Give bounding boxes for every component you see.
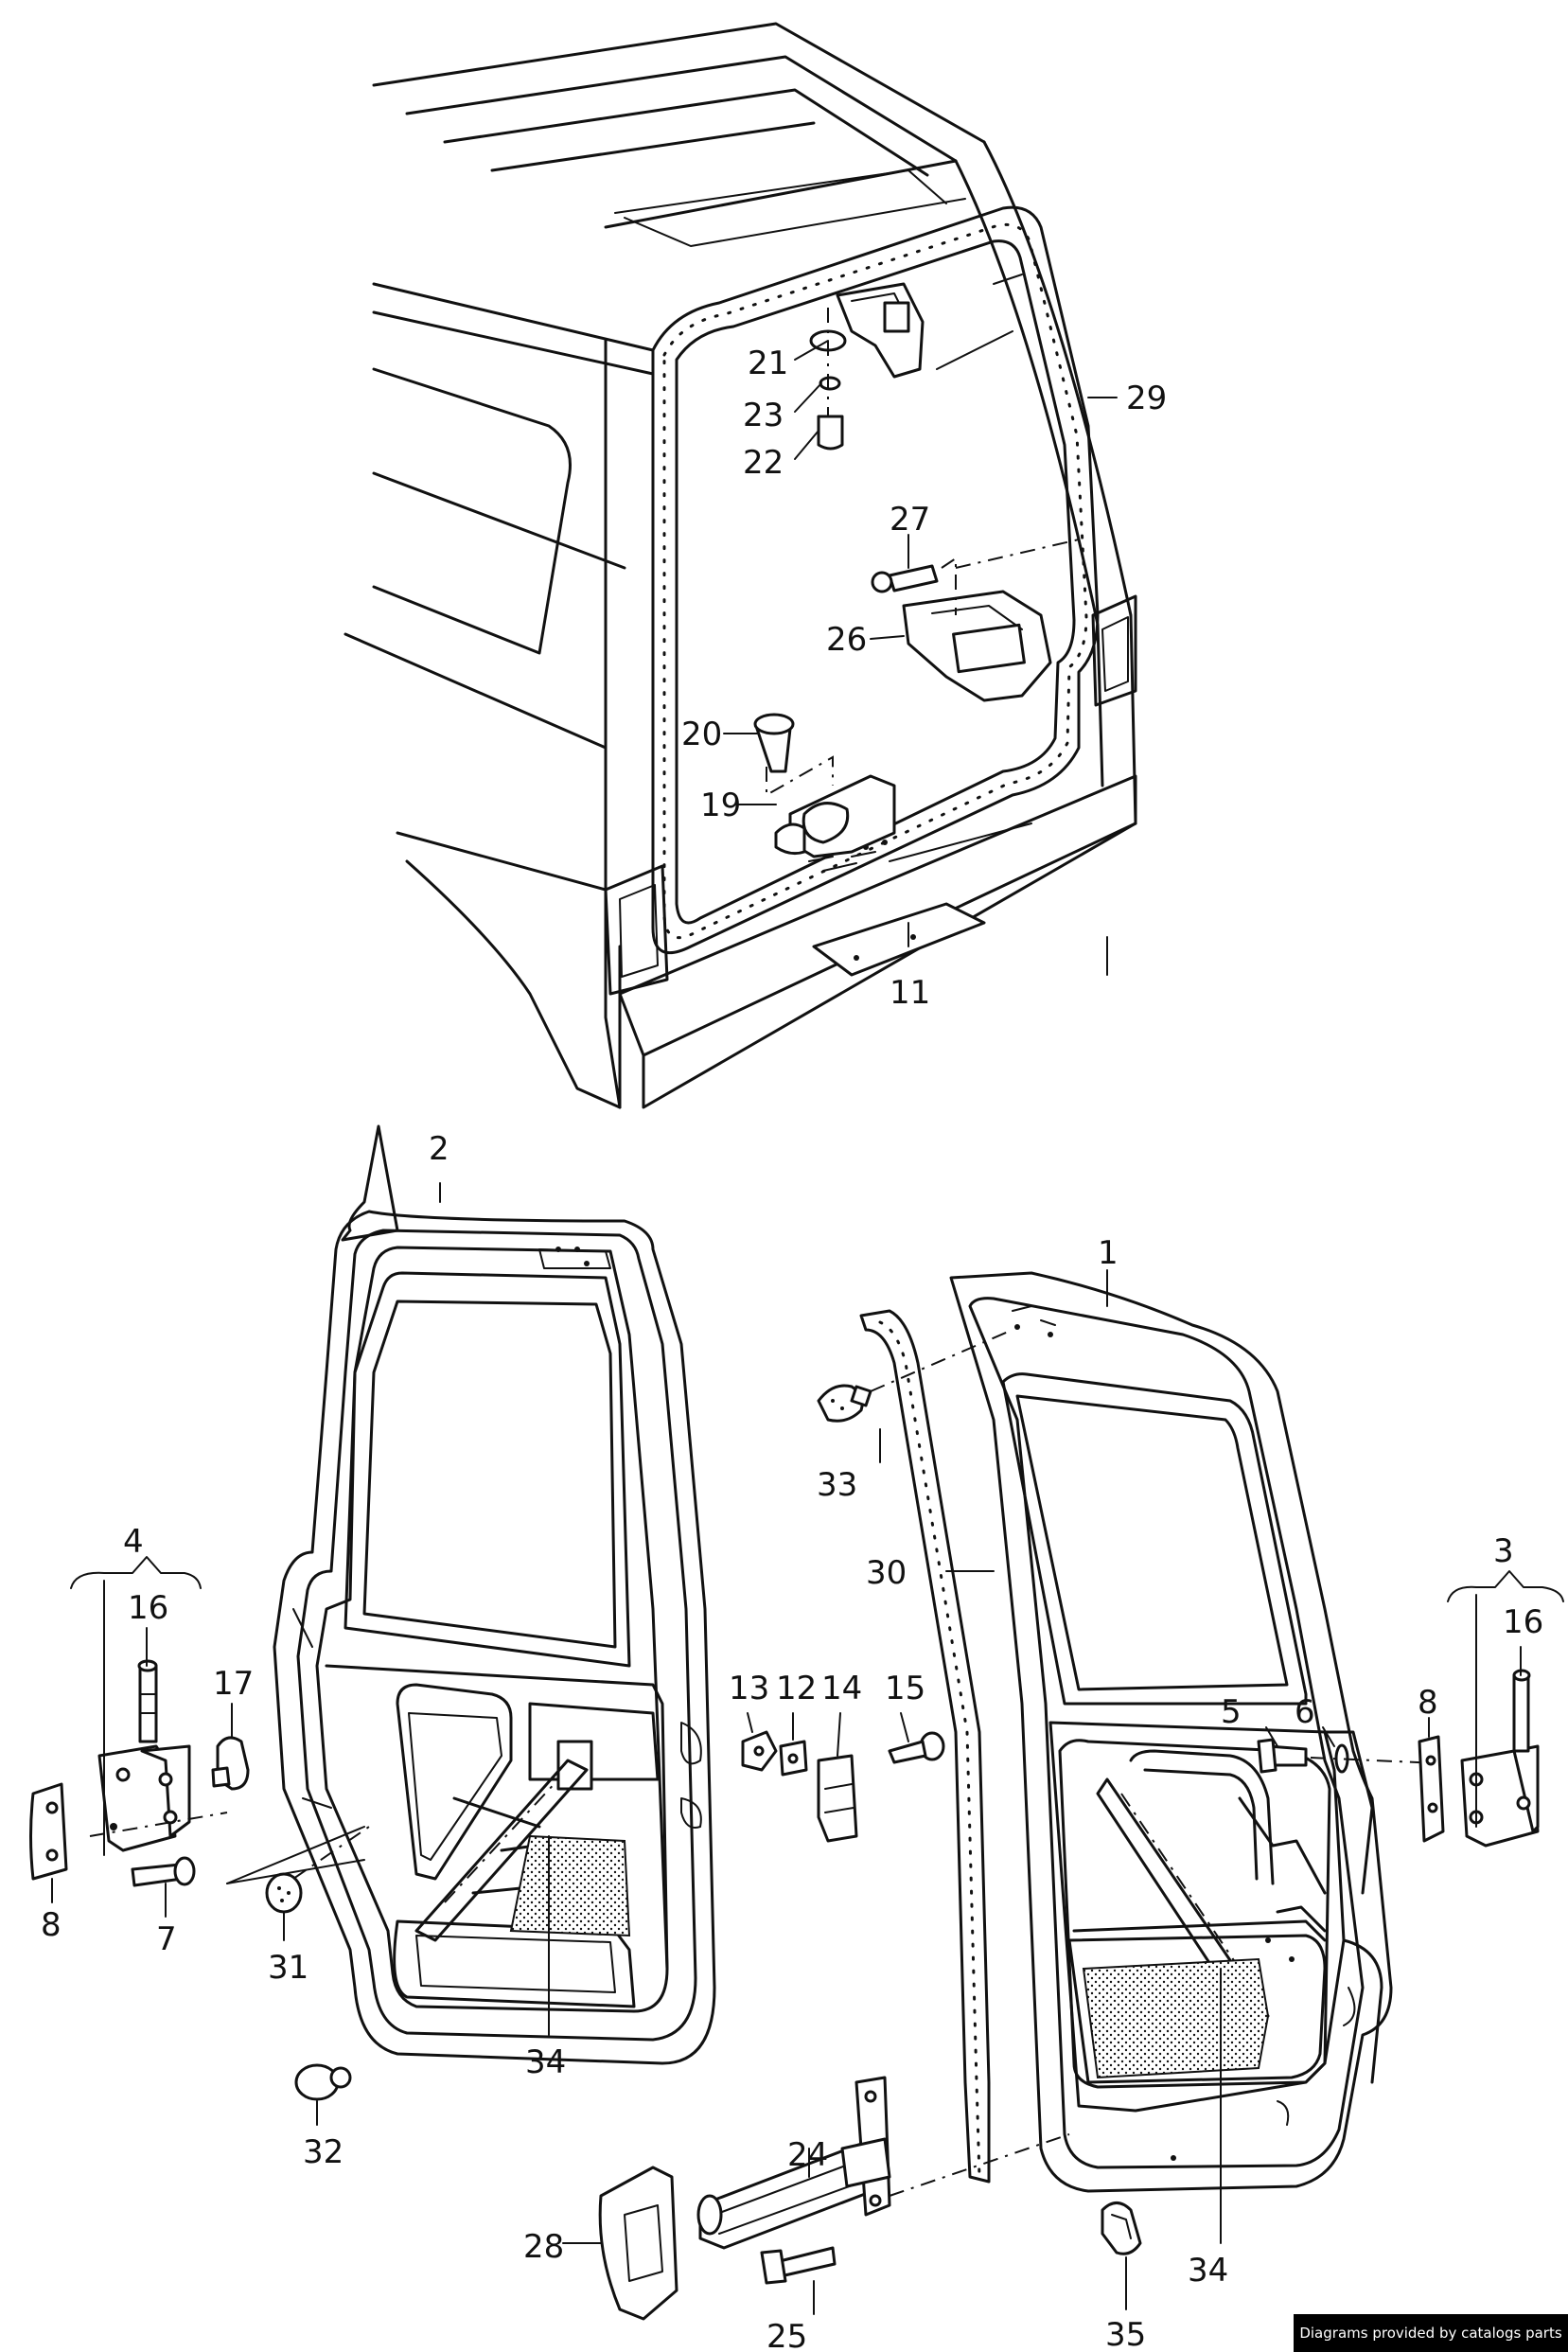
callout-24: 24 [787, 2136, 828, 2174]
callout-16-left: 16 [128, 1589, 168, 1627]
callout-21: 21 [748, 345, 788, 382]
stopper-33 [817, 1329, 1013, 1423]
callout-34-left: 34 [525, 2043, 566, 2081]
callout-11: 11 [890, 974, 930, 1012]
callout-8-right: 8 [1418, 1684, 1438, 1722]
clip-13 [741, 1730, 778, 1772]
callout-27: 27 [890, 501, 930, 539]
callout-33: 33 [817, 1466, 857, 1504]
callout-31: 31 [268, 1949, 308, 1987]
bolt-7 [131, 1856, 196, 1887]
buffer-32 [294, 2063, 352, 2101]
credit-banner: Diagrams provided by catalogs parts [1294, 2314, 1568, 2352]
stop-17 [211, 1736, 250, 1791]
hinge-3-assembly [1460, 1669, 1540, 1848]
callout-7: 7 [156, 1920, 177, 1958]
callout-25: 25 [766, 2318, 807, 2352]
seal-strip-30 [859, 1309, 991, 2184]
callout-labels: 1 2 3 4 5 6 7 8 8 11 12 13 14 15 16 16 1… [41, 345, 1543, 2352]
leader-lines [51, 340, 1564, 2315]
plate-8-left [29, 1782, 68, 1881]
left-rear-door [273, 1124, 716, 2065]
callout-23: 23 [743, 397, 784, 434]
right-rear-door [949, 1271, 1393, 2193]
check-strap-24 [696, 2076, 1070, 2250]
callout-5: 5 [1221, 1693, 1242, 1731]
vehicle-rear-body [344, 22, 1137, 1109]
callout-3: 3 [1493, 1532, 1514, 1570]
cover-28 [598, 2166, 678, 2321]
guide-14 [817, 1754, 858, 1843]
bolt-25 [760, 2246, 837, 2285]
callout-22: 22 [743, 444, 784, 482]
clip-35 [1101, 2202, 1142, 2255]
callout-19: 19 [700, 787, 741, 824]
clip-12 [779, 1740, 808, 1777]
plate-8-right [1418, 1735, 1445, 1843]
callout-12: 12 [776, 1670, 817, 1707]
callout-26: 26 [826, 621, 867, 659]
hinge-4-assembly [89, 1659, 228, 1852]
callout-6: 6 [1295, 1693, 1315, 1731]
callout-2: 2 [429, 1130, 449, 1168]
callout-28: 28 [523, 2228, 564, 2266]
lower-catch-assembly [753, 713, 896, 858]
callout-32: 32 [303, 2133, 344, 2171]
callout-29: 29 [1126, 380, 1167, 417]
callout-30: 30 [866, 1554, 907, 1592]
callout-20: 20 [681, 716, 722, 753]
callout-34-right: 34 [1188, 2252, 1228, 2290]
callout-17: 17 [213, 1665, 254, 1703]
screw-15 [888, 1731, 945, 1764]
callout-15: 15 [885, 1670, 925, 1707]
callout-16-right: 16 [1503, 1603, 1543, 1641]
lock-assembly [871, 539, 1080, 702]
callout-14: 14 [821, 1670, 862, 1707]
callout-4: 4 [123, 1523, 144, 1561]
callout-8-left: 8 [41, 1906, 62, 1944]
callout-13: 13 [729, 1670, 769, 1707]
bolt-5-washer-6 [1257, 1738, 1439, 1774]
upper-bracket-assembly [809, 282, 925, 451]
callout-1: 1 [1098, 1234, 1119, 1272]
callout-35: 35 [1105, 2316, 1146, 2352]
